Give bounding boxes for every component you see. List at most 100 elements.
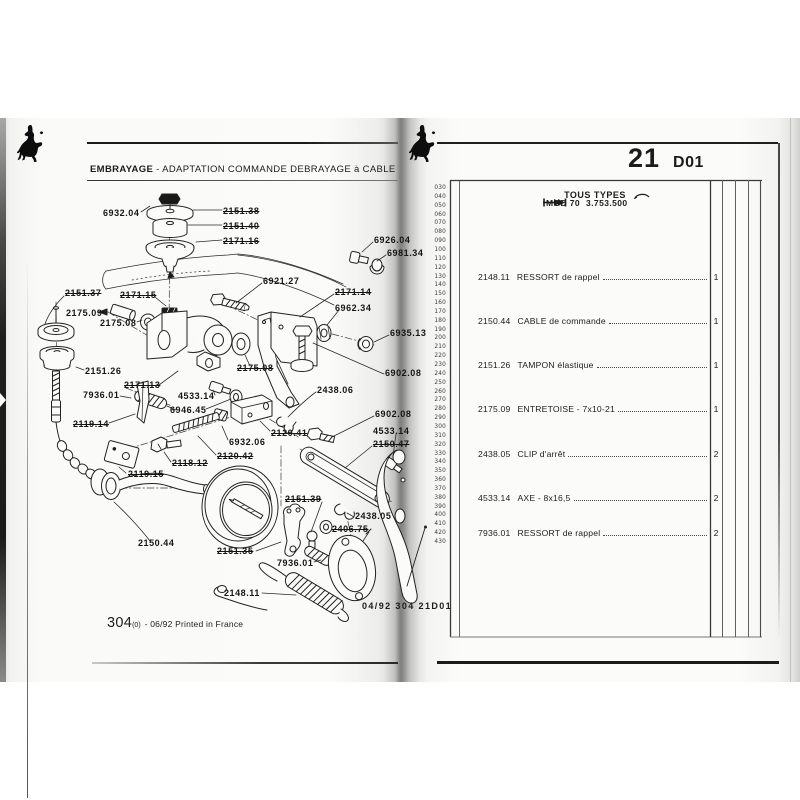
dotted-leader: [617, 411, 707, 413]
index-number: 080: [434, 229, 446, 236]
part-label: 6921.27: [263, 276, 300, 286]
index-number: 030: [434, 185, 446, 191]
model-number: 304: [107, 615, 133, 631]
index-number: 310: [434, 432, 446, 439]
dotted-leader: [602, 278, 707, 280]
arc-symbol: [633, 193, 650, 199]
part-label: 2148.11: [224, 588, 260, 598]
index-number: 370: [434, 485, 446, 492]
part-desc: AXE - 8x16,5: [517, 492, 571, 503]
peugeot-lion-logo-right: [409, 125, 436, 162]
part-label: 6932.04: [103, 208, 140, 218]
part-label: 2171.15: [120, 290, 157, 300]
index-number: 200: [434, 335, 446, 342]
table-header-range: MOD 70 3.753.500: [543, 198, 630, 208]
dotted-leader: [596, 367, 707, 368]
index-number: 170: [434, 308, 446, 315]
index-number: 300: [434, 423, 446, 430]
index-number: 120: [434, 264, 446, 271]
part-label: 4533.14: [178, 391, 215, 401]
part-label: 2151.37: [65, 288, 102, 298]
parts-table-row: 2148.11 RESSORT de rappel: [478, 272, 709, 282]
right-header-rule: [437, 142, 778, 144]
part-label: 7936.01: [277, 558, 314, 568]
table-header-title: TOUS TYPES: [564, 190, 626, 200]
part-qty: 1: [713, 404, 719, 415]
book-scan: EMBRAYAGE - ADAPTATION COMMANDE DEBRAYAG…: [0, 118, 800, 798]
part-qty: 2: [713, 448, 719, 459]
part-desc: ENTRETOISE - 7x10-21: [517, 404, 615, 415]
index-number: 130: [434, 273, 446, 280]
index-number: 350: [434, 468, 446, 475]
index-number: 420: [434, 530, 446, 537]
part-desc: TAMPON élastique: [517, 360, 594, 370]
plate-reference: 04/92 304 21D01: [362, 601, 453, 611]
left-page: [0, 118, 400, 682]
part-label: 2175.08: [237, 363, 274, 373]
dotted-leader: [568, 455, 707, 457]
index-number: 340: [434, 459, 446, 466]
part-label: 2175.08: [100, 318, 137, 328]
dotted-leader: [603, 535, 707, 537]
right-edge-line: [790, 118, 791, 682]
index-number: 320: [434, 441, 446, 448]
part-label: 2438.06: [317, 385, 354, 395]
part-label: 2150.47: [373, 439, 410, 449]
part-label: 4533.14: [373, 426, 410, 436]
index-number: 220: [434, 353, 446, 360]
page-number-block: 21 D01: [628, 143, 704, 174]
part-label: 2151.35: [217, 546, 254, 556]
page-code: D01: [673, 154, 704, 171]
part-ref: 2148.11: [478, 271, 510, 282]
part-ref: 2175.09: [478, 404, 511, 415]
page-curl-line-left: [27, 258, 28, 798]
title-subject: - ADAPTATION COMMANDE DEBRAYAGE à CABLE: [153, 164, 396, 175]
index-number: 290: [434, 415, 446, 422]
part-label: 6981.34: [387, 248, 424, 258]
part-label: 2151.38: [223, 206, 260, 216]
right-footer-rule: [437, 661, 779, 664]
peugeot-lion-logo-left: [17, 125, 44, 162]
part-label: 6932.06: [229, 437, 266, 447]
index-number: 050: [434, 202, 446, 209]
index-number: 430: [434, 539, 446, 545]
part-desc: CABLE de commande: [517, 315, 606, 326]
part-qty: 2: [713, 492, 719, 503]
index-number: 270: [434, 397, 446, 404]
index-number: 230: [434, 362, 446, 368]
dotted-leader: [573, 499, 707, 501]
part-desc: RESSORT de rappel: [516, 271, 600, 282]
model-index: (0): [132, 622, 141, 629]
index-number: 060: [434, 211, 446, 218]
part-qty: 1: [713, 360, 719, 370]
part-label: 2175.09: [66, 308, 103, 318]
part-label: 6926.04: [374, 235, 411, 245]
index-number: 400: [434, 512, 446, 519]
page-number: 21: [628, 143, 661, 173]
part-label: 2406.75: [332, 524, 369, 534]
page-curl-line-right: [778, 143, 780, 638]
part-label: 2151.26: [85, 366, 122, 376]
to-arrow-icon: [543, 198, 567, 207]
index-number: 390: [434, 503, 446, 510]
index-number: 040: [434, 193, 446, 200]
part-ref: 2438.05: [478, 448, 511, 459]
left-page-title: EMBRAYAGE - ADAPTATION COMMANDE DEBRAYAG…: [90, 164, 396, 175]
part-label: 2171.14: [335, 287, 372, 297]
part-ref: 2150.44: [478, 315, 511, 326]
right-page-edge: [792, 118, 800, 682]
index-number: 280: [434, 406, 446, 413]
index-number: 160: [434, 300, 446, 307]
part-label: 2151.39: [285, 494, 322, 504]
part-label: 2171.16: [223, 236, 260, 246]
part-label: 6935.13: [390, 328, 427, 338]
part-label: 2151.40: [223, 221, 260, 231]
part-label: 6902.08: [385, 368, 422, 378]
index-number: 410: [434, 521, 446, 528]
left-header-rule-bottom: [87, 179, 398, 181]
index-number: 250: [434, 379, 446, 386]
part-qty: 1: [713, 271, 719, 282]
index-number: 330: [434, 450, 446, 457]
part-ref: 2151.26: [478, 360, 511, 370]
